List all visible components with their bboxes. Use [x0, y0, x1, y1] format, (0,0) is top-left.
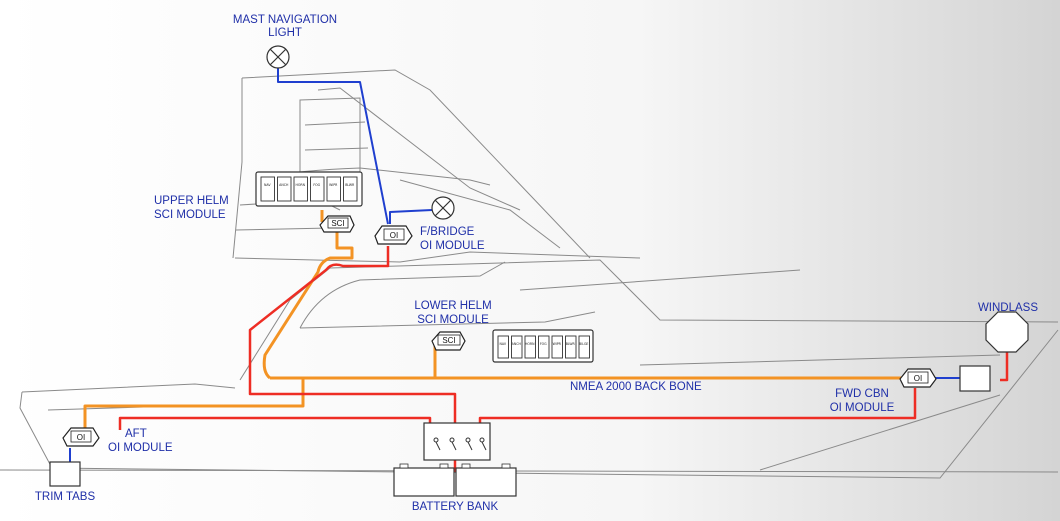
- panel-switch: [578, 335, 590, 359]
- mast-light-label-line1: MAST NAVIGATION: [233, 14, 337, 26]
- panel-switch-label: BILGE: [579, 342, 588, 346]
- trim-tabs-box: [49, 461, 81, 487]
- upper-helm-switch-panel: NAV ANCH HORN FOG WIPR BLWR: [255, 171, 363, 207]
- power-wiring: [118, 246, 1009, 472]
- upper-sci-tag: SCI: [331, 219, 344, 228]
- backbone-label: NMEA 2000 BACK BONE: [570, 381, 702, 393]
- fbridge-label-line1: F/BRIDGE: [420, 226, 475, 238]
- panel-switch: [565, 335, 577, 359]
- panel-switch-label: BLWR: [345, 183, 355, 187]
- panel-switch: [260, 176, 275, 202]
- fbridge-oi-tag: OI: [390, 231, 398, 240]
- panel-switch: [343, 176, 358, 202]
- panel-switch-label: NAV: [499, 342, 506, 346]
- windlass-label: WINDLASS: [978, 302, 1038, 314]
- panel-switch: [551, 335, 563, 359]
- flybridge-light: [431, 196, 455, 220]
- panel-switch-label: FOG: [540, 342, 547, 346]
- aft-label-line1: AFT: [125, 428, 147, 440]
- nmea-backbone: [83, 210, 905, 428]
- upper-helm-sci-module: SCI: [319, 215, 355, 233]
- panel-switch-label: FOG: [313, 183, 320, 187]
- trim-tabs-label: TRIM TABS: [35, 491, 96, 503]
- panel-switch-label: HORN: [525, 342, 535, 346]
- panel-switch: [524, 335, 536, 359]
- upper-helm-label-line1: UPPER HELM: [154, 195, 229, 207]
- panel-switch-label: HORN: [295, 183, 305, 187]
- battery-bank: [393, 463, 517, 497]
- upper-helm-label-line2: SCI MODULE: [154, 209, 226, 221]
- lower-helm-label-line2: SCI MODULE: [417, 314, 489, 326]
- mast-light-label-line2: LIGHT: [268, 27, 302, 39]
- panel-switch: [511, 335, 523, 359]
- lower-sci-tag: SCI: [442, 336, 455, 345]
- fbridge-label-line2: OI MODULE: [420, 240, 485, 252]
- fwd-cbn-oi-tag: OI: [914, 374, 922, 383]
- panel-switch-label: BLWR: [566, 342, 576, 346]
- panel-switch: [326, 176, 341, 202]
- panel-switch-label: ANCH: [279, 183, 289, 187]
- boat-hull-outline: [0, 251, 1059, 479]
- fwd-cbn-label-line2: OI MODULE: [830, 402, 895, 414]
- panel-switch-label: WIPR: [553, 342, 562, 346]
- panel-switch-label: ANCH: [512, 342, 522, 346]
- aft-oi-tag: OI: [77, 433, 85, 442]
- aft-label-line2: OI MODULE: [108, 442, 173, 454]
- panel-switch: [293, 176, 308, 202]
- fbridge-oi-module: OI: [374, 225, 413, 245]
- panel-switch-label: NAV: [264, 183, 271, 187]
- lower-helm-label-line1: LOWER HELM: [414, 300, 491, 312]
- mast-navigation-light: [266, 45, 290, 69]
- lower-helm-sci-module: SCI: [431, 331, 466, 351]
- panel-switch: [497, 335, 509, 359]
- battery-switch-box: [423, 422, 491, 461]
- panel-switch: [538, 335, 550, 359]
- aft-oi-module: OI: [62, 427, 100, 447]
- windlass-controller-box: [959, 365, 991, 392]
- panel-switch: [310, 176, 325, 202]
- fwd-cbn-oi-module: OI: [899, 368, 937, 388]
- panel-switch: [277, 176, 292, 202]
- panel-switch-label: WIPR: [329, 183, 338, 187]
- fwd-cbn-label-line1: FWD CBN: [835, 388, 889, 400]
- windlass: [985, 311, 1029, 353]
- battery-bank-label: BATTERY BANK: [412, 501, 499, 513]
